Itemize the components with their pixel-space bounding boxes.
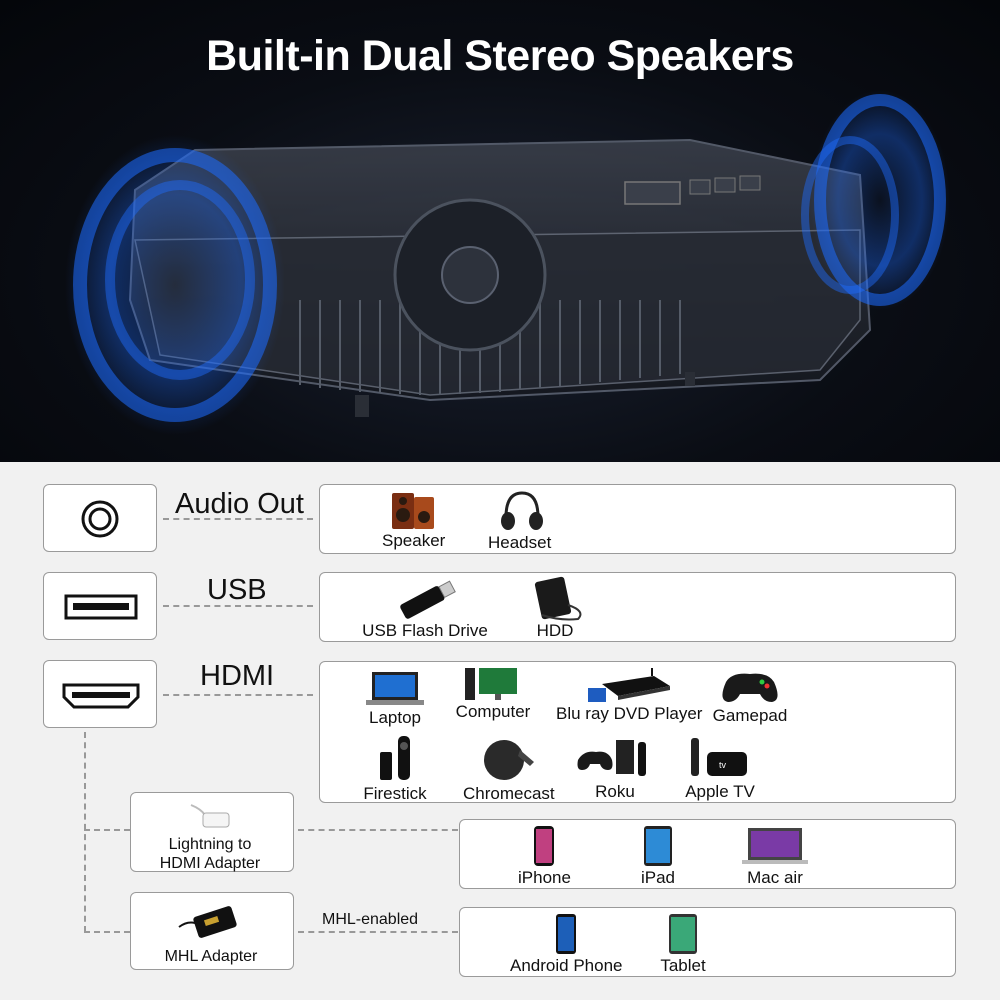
android-phone-icon [556,914,577,954]
hdmi-label: HDMI [200,660,275,692]
hero-banner: Built-in Dual Stereo Speakers [0,0,1000,462]
usb-port-icon [64,594,138,620]
label-line-2: HDMI Adapter [159,855,261,872]
device-mac-air: Mac air [740,824,810,888]
mhl-enabled-label: MHL-enabled [322,911,419,928]
device-apple-tv: tv Apple TV [685,734,755,802]
device-label: USB Flash Drive [362,621,488,640]
device-label: Firestick [363,784,427,803]
ipad-icon [644,826,672,866]
device-hdd: HDD [520,575,590,641]
lightning-devices-panel: iPhone iPad Mac air [459,819,956,889]
device-label: Roku [595,782,635,801]
audio-connector-line [163,518,313,520]
headset-icon [500,491,543,530]
svg-text:tv: tv [719,760,727,770]
lightning-adapter-label: Lightning to HDMI Adapter [131,835,289,873]
usb-port-box [43,572,157,640]
audio-jack-icon [81,500,119,538]
mhl-adapter-box: MHL Adapter [130,892,294,970]
roku-icon [577,740,646,776]
audio-devices-panel: Speaker Headset [319,484,956,554]
mhl-devices-panel: Android Phone Tablet [459,907,956,977]
gamepad-icon [722,673,778,702]
device-android-phone: Android Phone [510,912,622,976]
hdd-icon [534,576,582,621]
mhl-branch-line [84,931,130,933]
device-label: Chromecast [463,784,555,803]
device-label: iPad [640,868,676,887]
device-computer: Computer [453,664,533,722]
device-gamepad: Gamepad [710,666,790,726]
device-label: Android Phone [510,956,623,975]
device-laptop: Laptop [360,668,430,728]
device-ipad: iPad [638,824,678,888]
device-chromecast: Chromecast [463,732,555,804]
device-label: Speaker [382,531,446,550]
apple-tv-icon: tv [691,738,747,776]
connectivity-section: Audio Out Speaker Headset [0,462,1000,1000]
lightning-adapter-icon [190,804,230,828]
lightning-connector-line [298,829,458,831]
device-usb-flash-drive: USB Flash Drive [360,577,490,641]
device-headset: Headset [488,487,551,553]
device-iphone: iPhone [518,824,571,888]
device-label: Tablet [660,956,706,975]
firestick-icon [380,736,410,780]
device-roku: Roku [570,734,660,802]
device-speaker: Speaker [382,489,445,551]
hdmi-port-box [43,660,157,728]
projector-illustration [65,90,950,435]
device-label: Computer [455,702,531,721]
computer-icon [465,668,517,700]
label-line-1: Lightning to [168,836,252,853]
mhl-adapter-icon [178,906,237,938]
device-label: Laptop [369,708,421,727]
lightning-branch-line [84,829,130,831]
device-bluray-player: Blu ray DVD Player [556,666,702,724]
device-firestick: Firestick [360,732,430,804]
device-label: Apple TV [685,782,755,801]
speaker-icon [391,493,434,529]
device-label: Headset [488,533,552,552]
audio-out-label: Audio Out [175,488,304,520]
device-label: Blu ray DVD Player [556,704,703,723]
hdmi-port-icon [62,683,140,709]
device-label: HDD [536,621,574,640]
hdmi-connector-line [163,694,313,696]
device-label: Mac air [747,868,803,887]
laptop-icon [366,672,424,705]
device-tablet: Tablet [658,912,708,976]
usb-connector-line [163,605,313,607]
hdmi-branch-line [84,732,86,932]
mhl-adapter-label: MHL Adapter [164,948,258,965]
audio-port-box [43,484,157,552]
bluray-player-icon [588,668,671,702]
device-label: Gamepad [712,706,788,725]
chromecast-icon [483,740,534,780]
mac-air-icon [742,828,808,864]
iphone-icon [534,826,555,866]
hero-title: Built-in Dual Stereo Speakers [206,32,794,80]
hdmi-devices-panel: Laptop Computer Blu ray DVD Player [319,661,956,803]
lightning-adapter-box: Lightning to HDMI Adapter [130,792,294,872]
usb-devices-panel: USB Flash Drive HDD [319,572,956,642]
mhl-connector-line [298,931,458,933]
tablet-icon [669,914,697,954]
usb-label: USB [207,574,267,606]
usb-flash-drive-icon [400,580,456,619]
device-label: iPhone [518,868,571,887]
